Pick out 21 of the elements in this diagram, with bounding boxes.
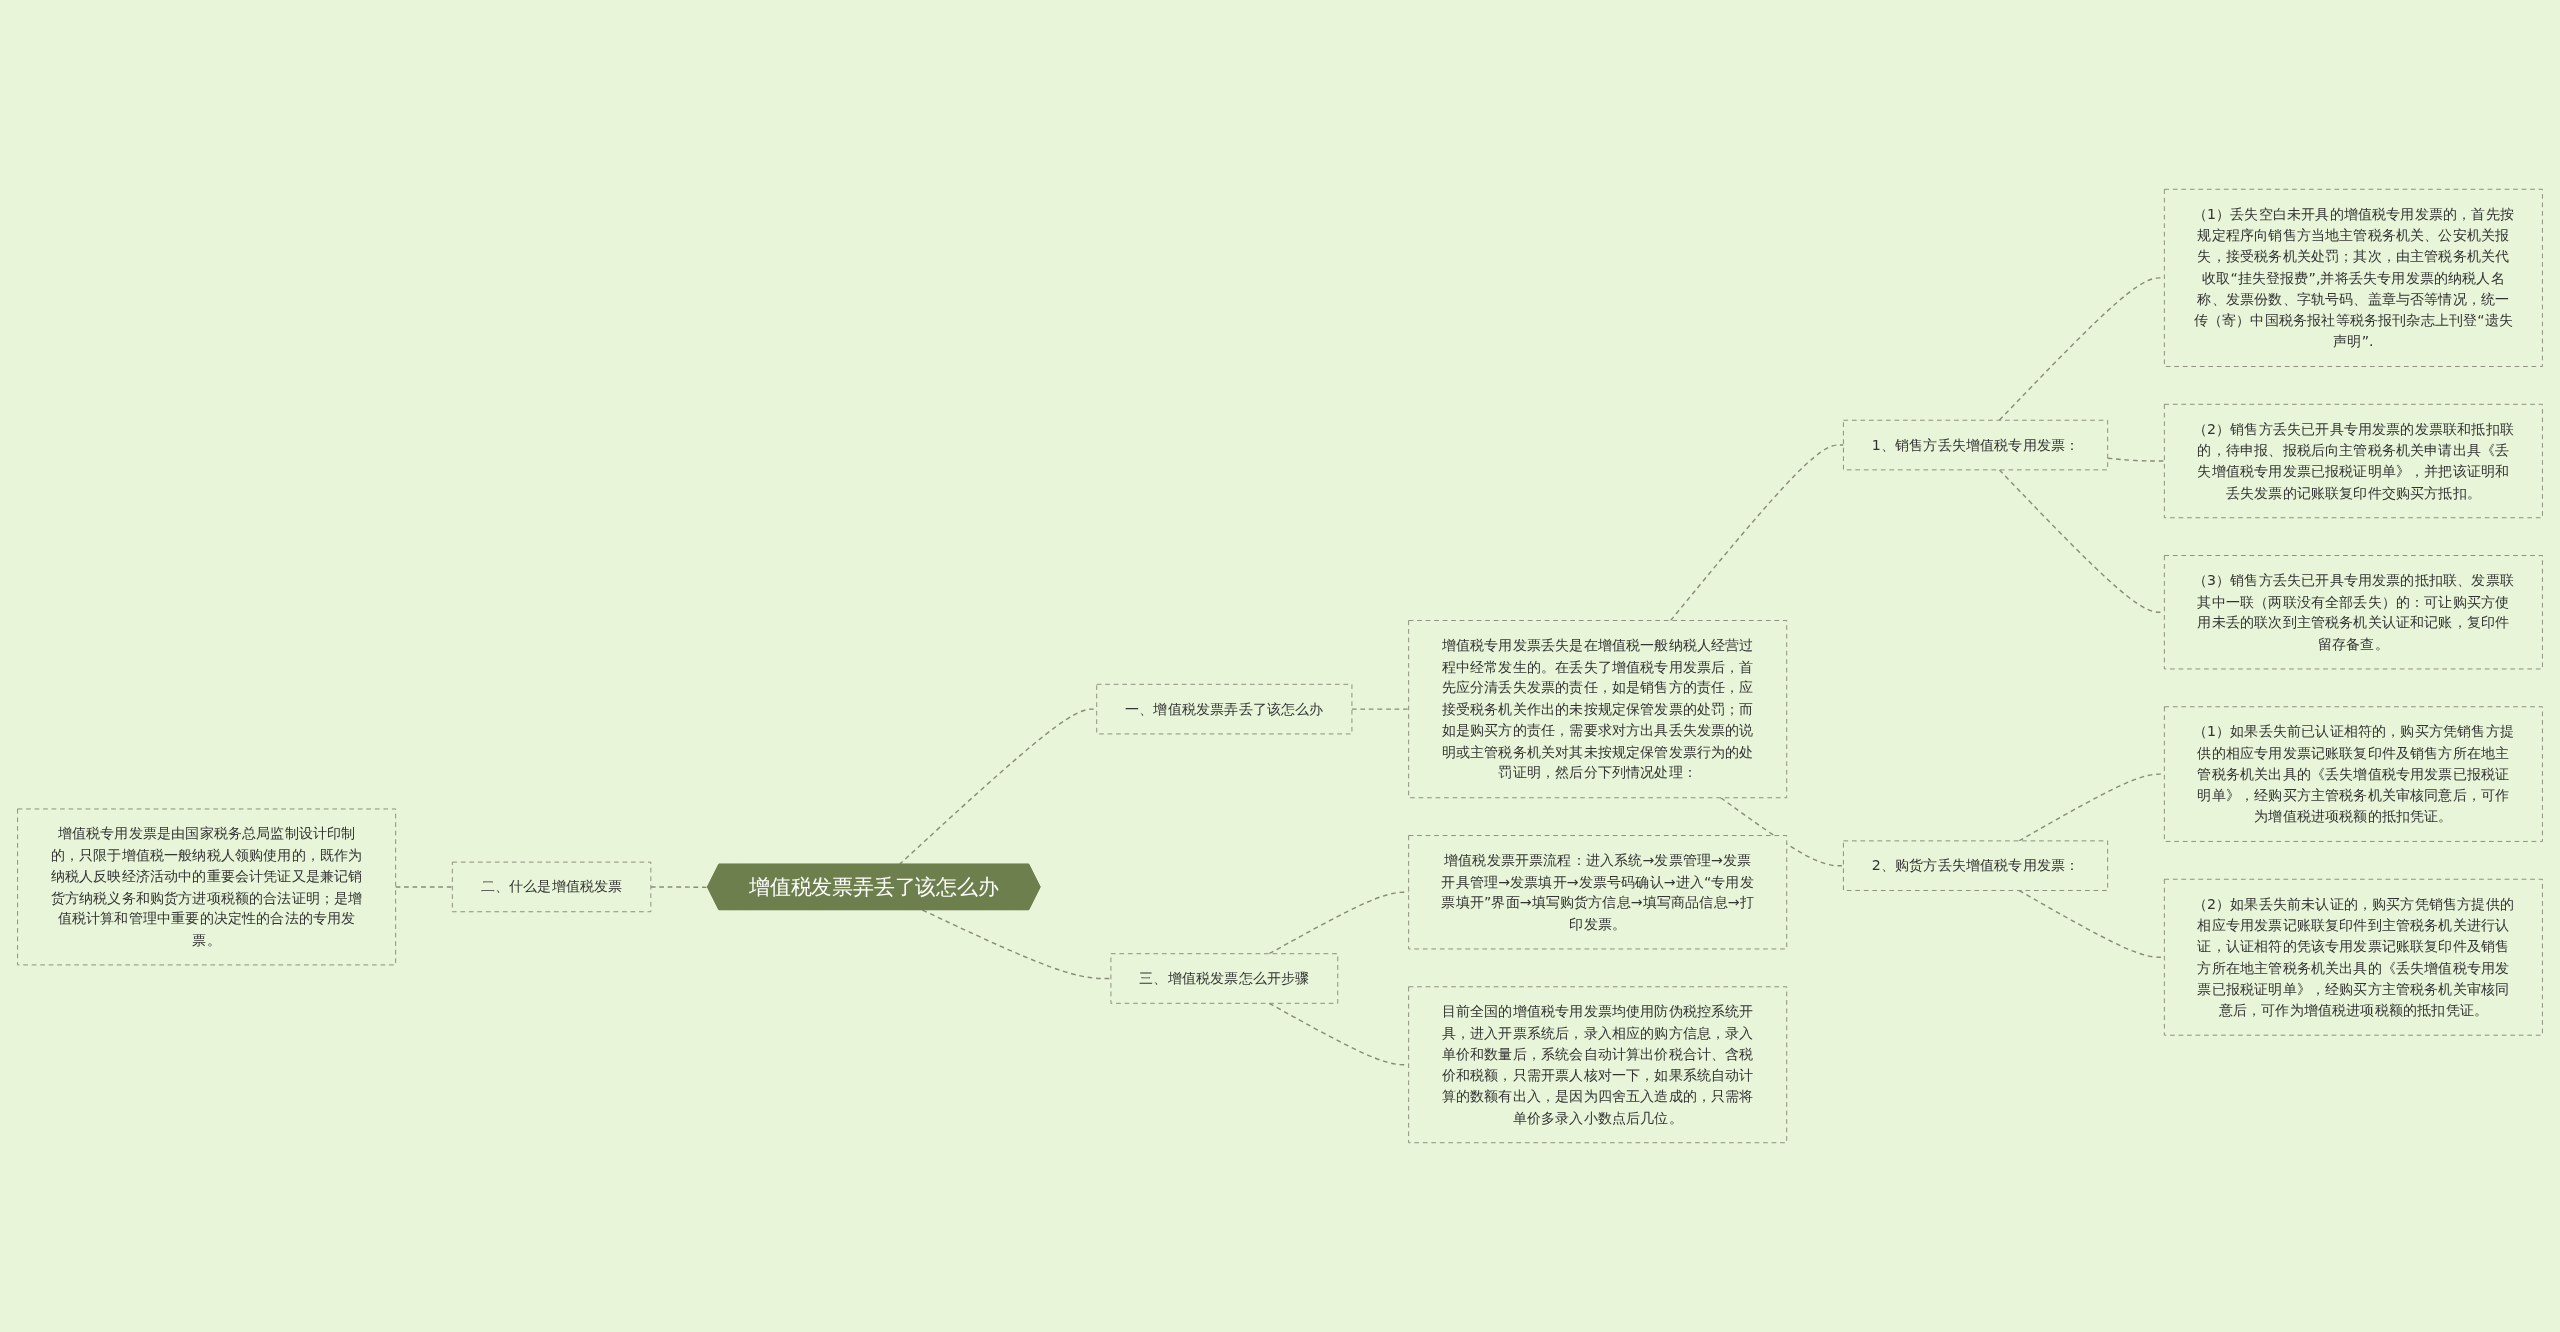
- node-box: 目前全国的增值税专用发票均使用防伪税控系统开具，进入开票系统后，录入相应的购方信息，录入单价和数量后，系统会自动计算出价税合计、含税价和税额，只需开票人核对一下，如果系统自动计算的数额有出入，是因为四舍五入造成的，只需将单价多录入小数点后几位。: [1408, 986, 1788, 1144]
- connector: [650, 886, 709, 889]
- node-box: （1）丢失空白未开具的增值税专用发票的，首先按规定程序向销售方当地主管税务机关、公安机关报失，接受税务机关处罚；其次，由主管税务机关代收取“挂失登报费”,并将丢失专用发票的纳税人名称、发票份数、字轨号码、盖章与否等情况，统一传（寄）中国税务报社等税务报刊杂志上刊登“遗失声明”.: [2163, 188, 2543, 367]
- connector: [2106, 457, 2166, 462]
- node-box: 一、增值税发票弄丢了该怎么办: [1096, 683, 1353, 735]
- node-box: （1）如果丢失前已认证相符的，购买方凭销售方提供的相应专用发票记账联复印件及销售方所在地主管税务机关出具的《丢失增值税专用发票已报税证明单》，经购买方主管税务机关审核同意后，可作为增值税进项税额的抵扣凭证。: [2163, 706, 2543, 842]
- node-box: （2）销售方丢失已开具专用发票的发票联和抵扣联的，待申报、报税后向主管税务机关申请出具《丢失增值税专用发票已报税证明单》，并把该证明和丢失发票的记账联复印件交购买方抵扣。: [2163, 403, 2543, 519]
- node-box: 增值税发票开票流程：进入系统→发票管理→发票开具管理→发票填开→发票号码确认→进入“专用发票填开”界面→填写购货方信息→填写商品信息→打印发票。: [1408, 835, 1788, 950]
- node-box: 增值税专用发票丢失是在增值税一般纳税人经营过程中经常发生的。在丢失了增值税专用发票后，首先应分清丢失发票的责任，如是销售方的责任，应接受税务机关作出的未按规定保管发票的处罚；而如是购买方的责任，需要求对方出具丢失发票的说明或主管税务机关对其未按规定保管发票行为的处罚证明，然后分下列情况处理：: [1408, 620, 1788, 799]
- node-box: （2）如果丢失前未认证的，购买方凭销售方提供的相应专用发票记账联复印件到主管税务机关进行认证，认证相符的凭该专用发票记账联复印件及销售方所在地主管税务机关出具的《丢失增值税专用发票已报税证明单》，经购买方主管税务机关审核同意后，可作为增值税进项税额的抵扣凭证。: [2163, 878, 2543, 1036]
- connector: [394, 886, 454, 888]
- node-box: 2、购货方丢失增值税专用发票：: [1842, 840, 2109, 891]
- connector: [921, 909, 1112, 980]
- connector: [1720, 797, 1845, 867]
- connector: [1669, 444, 1845, 622]
- connector: [1351, 708, 1410, 710]
- node-box: 三、增值税发票怎么开步骤: [1110, 953, 1339, 1004]
- node-box: 增值税专用发票是由国家税务总局监制设计印制的，只限于增值税一般纳税人领购使用的，既作为纳税人反映经济活动中的重要会计凭证又是兼记销货方纳税义务和购货方进项税额的合法证明；是增值税计算和管理中重要的决定性的合法的专用发票。: [17, 808, 397, 966]
- node-box: （3）销售方丢失已开具专用发票的抵扣联、发票联其中一联（两联没有全部丢失）的：可让购买方使用未丢的联次到主管税务机关认证和记账，复印件留存备查。: [2163, 555, 2543, 670]
- node-box: 二、什么是增值税发票: [451, 861, 652, 913]
- node-box: 1、销售方丢失增值税专用发票：: [1842, 419, 2109, 471]
